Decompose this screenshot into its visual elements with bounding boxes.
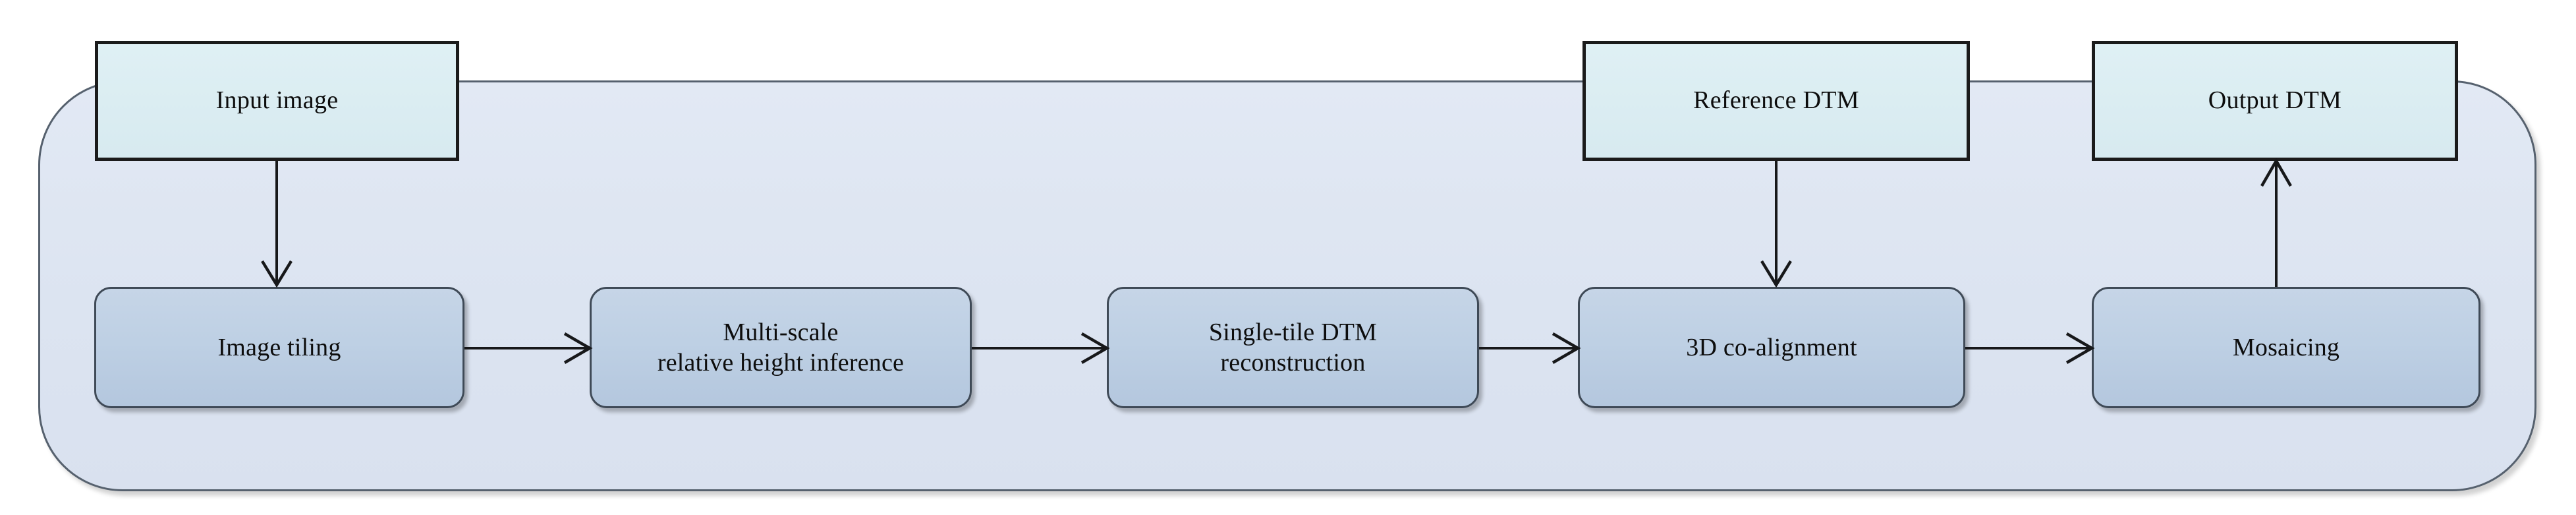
- node-output-dtm: Output DTM: [2092, 41, 2458, 161]
- node-mosaicing: Mosaicing: [2092, 287, 2480, 408]
- node-image-tiling: Image tiling: [94, 287, 464, 408]
- node-single-tile-dtm-label: Single-tile DTM reconstruction: [1208, 318, 1378, 377]
- node-multi-scale: Multi-scale relative height inference: [590, 287, 972, 408]
- node-input-image-label: Input image: [215, 86, 339, 115]
- node-input-image: Input image: [95, 41, 459, 161]
- node-output-dtm-label: Output DTM: [2208, 86, 2342, 115]
- node-mosaicing-label: Mosaicing: [2232, 333, 2340, 361]
- node-multi-scale-label: Multi-scale relative height inference: [657, 318, 905, 377]
- node-image-tiling-label: Image tiling: [217, 333, 341, 361]
- node-reference-dtm: Reference DTM: [1582, 41, 1970, 161]
- node-reference-dtm-label: Reference DTM: [1693, 86, 1859, 115]
- node-3d-co-alignment-label: 3D co-alignment: [1686, 333, 1857, 361]
- node-single-tile-dtm: Single-tile DTM reconstruction: [1107, 287, 1479, 408]
- node-3d-co-alignment: 3D co-alignment: [1578, 287, 1965, 408]
